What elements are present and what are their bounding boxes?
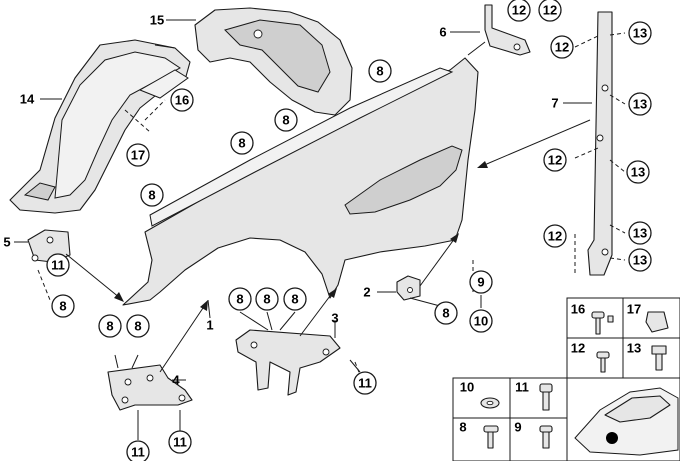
side-panel — [122, 57, 479, 306]
callout-13: 13 — [628, 92, 652, 116]
svg-text:10: 10 — [474, 314, 488, 329]
svg-text:8: 8 — [282, 113, 289, 128]
legend-16: 16 — [571, 302, 585, 317]
label-5: 5 — [3, 235, 10, 250]
callout-10: 10 — [469, 309, 493, 333]
label-7: 7 — [551, 96, 558, 111]
svg-text:8: 8 — [238, 136, 245, 151]
svg-text:13: 13 — [633, 97, 647, 112]
bracket-2 — [396, 275, 421, 301]
svg-text:12: 12 — [548, 153, 562, 168]
label-4: 4 — [172, 373, 180, 388]
svg-text:12: 12 — [543, 3, 557, 18]
svg-text:17: 17 — [131, 148, 145, 163]
fastener-legend-labels: 16 17 12 13 10 11 8 9 — [459, 302, 641, 435]
callout-11: 11 — [46, 253, 70, 277]
callouts: 16 17 8 8 8 8 8 8 8 8 8 8 8 9 10 11 11 1… — [46, 0, 652, 461]
callout-12: 12 — [543, 224, 567, 248]
callout-8: 8 — [368, 59, 392, 83]
heat-shield — [194, 7, 353, 116]
svg-text:8: 8 — [376, 64, 383, 79]
callout-12: 12 — [550, 35, 574, 59]
legend-13: 13 — [627, 341, 641, 356]
callout-8: 8 — [98, 314, 122, 338]
callout-13: 13 — [628, 21, 652, 45]
svg-text:12: 12 — [555, 40, 569, 55]
callout-11: 11 — [353, 371, 377, 395]
bracket-top — [484, 4, 531, 56]
svg-text:11: 11 — [358, 376, 372, 391]
leader-lines — [14, 19, 626, 440]
label-15: 15 — [150, 13, 164, 28]
svg-text:13: 13 — [631, 165, 645, 180]
label-2: 2 — [363, 285, 370, 300]
label-3: 3 — [331, 311, 338, 326]
callout-12: 12 — [543, 148, 567, 172]
svg-text:9: 9 — [477, 275, 484, 290]
svg-text:8: 8 — [59, 299, 66, 314]
svg-text:8: 8 — [106, 319, 113, 334]
callout-11: 11 — [126, 440, 150, 461]
callout-8: 8 — [228, 287, 252, 311]
svg-text:13: 13 — [633, 253, 647, 268]
legend-17: 17 — [627, 302, 641, 317]
svg-text:8: 8 — [263, 292, 270, 307]
callout-13: 13 — [626, 160, 650, 184]
legend-9: 9 — [514, 420, 521, 435]
svg-text:8: 8 — [236, 292, 243, 307]
svg-text:12: 12 — [548, 229, 562, 244]
fastener-legend — [452, 297, 680, 461]
svg-text:13: 13 — [633, 226, 647, 241]
svg-text:8: 8 — [291, 292, 298, 307]
callout-12: 12 — [538, 0, 562, 22]
svg-text:12: 12 — [512, 3, 526, 18]
callout-13: 13 — [628, 248, 652, 272]
svg-text:8: 8 — [442, 306, 449, 321]
plain-labels: 14 15 6 7 5 1 2 3 4 — [3, 13, 558, 388]
vertical-strut — [587, 11, 613, 276]
svg-text:11: 11 — [51, 258, 65, 273]
legend-8: 8 — [459, 420, 466, 435]
legend-11: 11 — [515, 380, 529, 395]
callout-8: 8 — [140, 183, 164, 207]
callout-9: 9 — [469, 270, 493, 294]
wheel-arch-liner — [9, 39, 191, 214]
legend-12: 12 — [571, 341, 585, 356]
callout-12: 12 — [507, 0, 531, 22]
label-6: 6 — [439, 25, 446, 40]
callout-17: 17 — [126, 143, 150, 167]
bracket-4 — [107, 364, 193, 411]
svg-text:13: 13 — [633, 26, 647, 41]
callout-13: 13 — [628, 221, 652, 245]
callout-8: 8 — [283, 287, 307, 311]
svg-text:8: 8 — [134, 319, 141, 334]
callout-8: 8 — [126, 314, 150, 338]
callout-11: 11 — [168, 430, 192, 454]
bracket-3 — [235, 329, 341, 396]
svg-text:11: 11 — [131, 445, 145, 460]
callout-8: 8 — [230, 131, 254, 155]
svg-text:16: 16 — [175, 93, 189, 108]
callout-8: 8 — [51, 294, 75, 318]
svg-text:8: 8 — [148, 188, 155, 203]
callout-8: 8 — [434, 301, 458, 325]
label-1: 1 — [206, 318, 213, 333]
callout-8: 8 — [274, 108, 298, 132]
svg-text:11: 11 — [173, 435, 187, 450]
legend-10: 10 — [460, 380, 474, 395]
label-14: 14 — [20, 92, 35, 107]
callout-16: 16 — [170, 88, 194, 112]
callout-8: 8 — [255, 287, 279, 311]
